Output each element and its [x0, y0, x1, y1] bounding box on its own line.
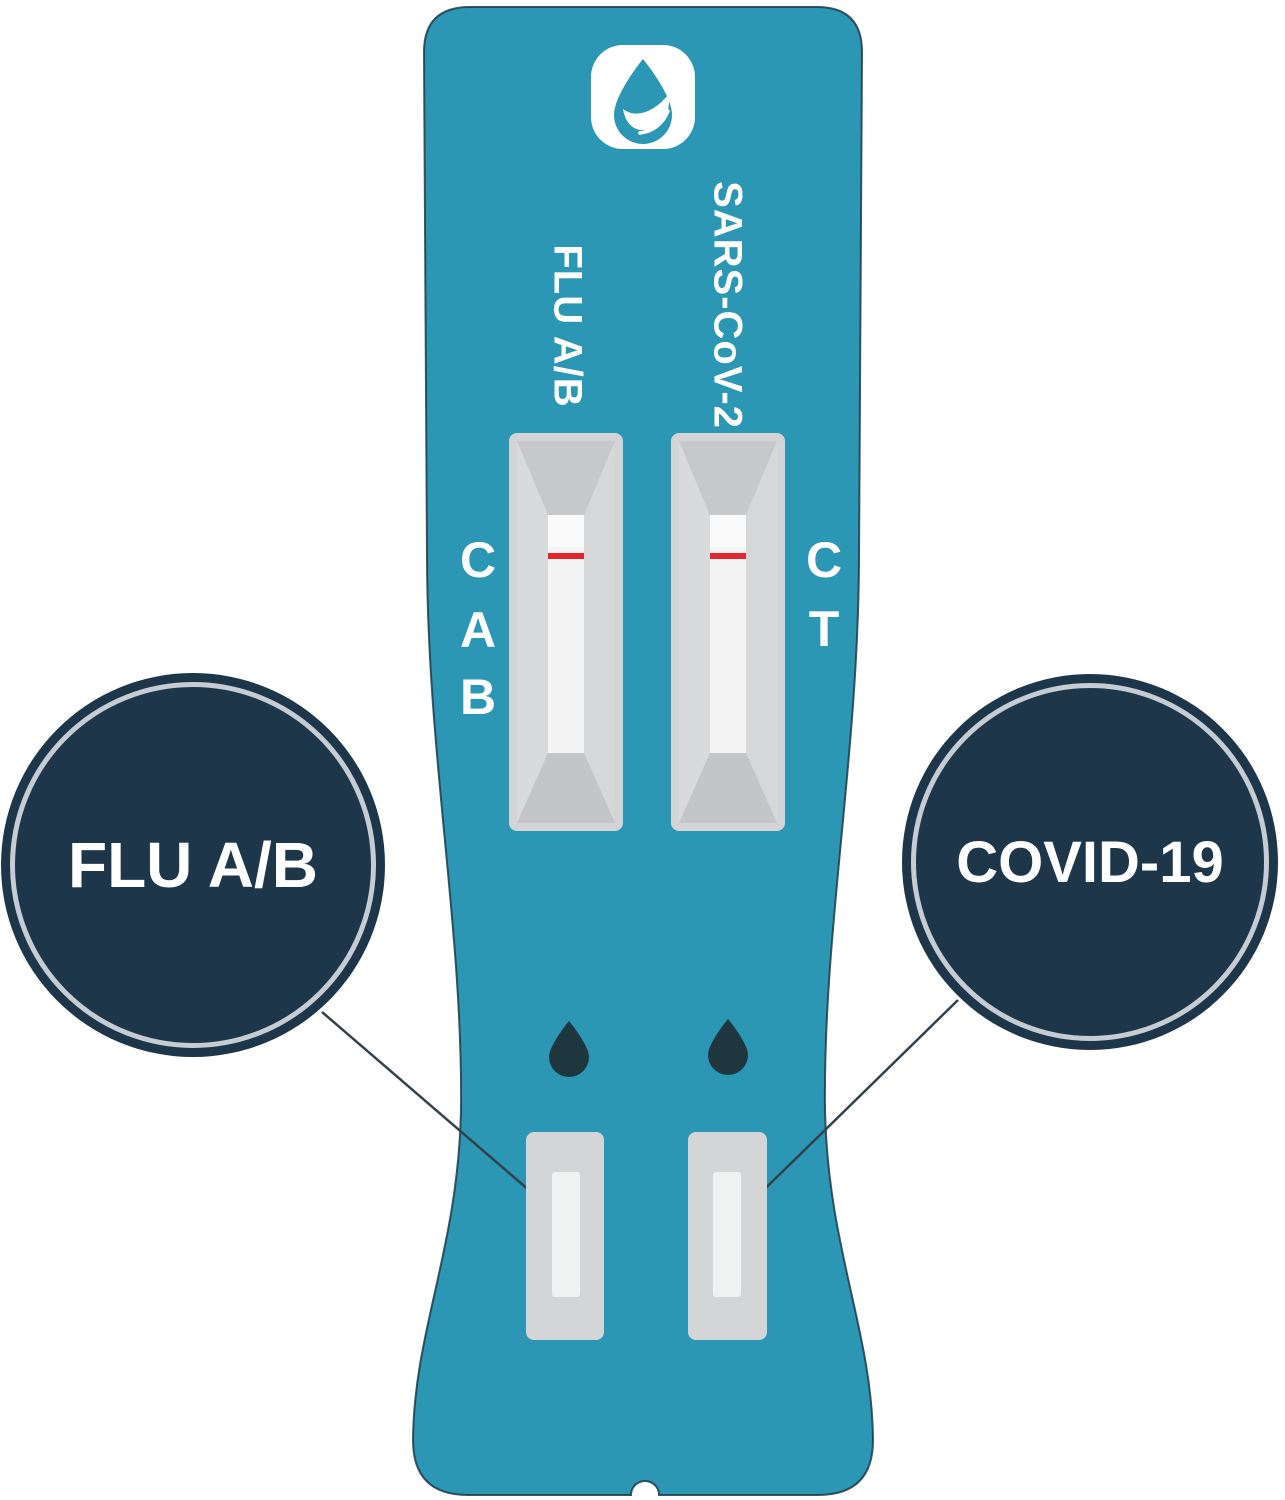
- covid-sample-drop-icon: [708, 1019, 748, 1075]
- covid-callout-line: [730, 999, 959, 1223]
- covid-callout-label: COVID-19: [956, 829, 1224, 895]
- flu-callout-ring: [10, 682, 376, 1048]
- flu-callout-label: FLU A/B: [67, 829, 319, 901]
- flu-marker-c: C: [459, 532, 497, 588]
- flu-marker-a: A: [459, 602, 497, 658]
- flu-strip-label: FLU A/B: [545, 244, 590, 408]
- flu-sample-well-opening: [552, 1172, 580, 1297]
- covid-marker-t: T: [808, 601, 840, 657]
- flu-sample-drop-icon: [549, 1021, 589, 1077]
- covid-callout-badge: COVID-19: [902, 674, 1278, 1050]
- flu-callout-badge: FLU A/B: [1, 673, 385, 1057]
- flu-callout-line: [321, 1011, 567, 1223]
- covid-marker-c: C: [805, 532, 843, 588]
- test-cassette-body: [411, 6, 875, 1496]
- flu-sample-well: [526, 1132, 604, 1340]
- water-drop-logo-icon: [591, 45, 695, 149]
- covid-result-window: [671, 433, 785, 831]
- flu-result-window: [509, 433, 623, 831]
- covid-callout-ring: [911, 683, 1269, 1041]
- sars-cov-2-strip-label: SARS-CoV-2: [705, 181, 750, 429]
- flu-control-line: [548, 553, 584, 559]
- covid-control-line: [710, 553, 746, 559]
- covid-sample-well: [688, 1132, 767, 1340]
- covid-sample-well-opening: [713, 1172, 741, 1297]
- flu-marker-b: B: [459, 669, 497, 725]
